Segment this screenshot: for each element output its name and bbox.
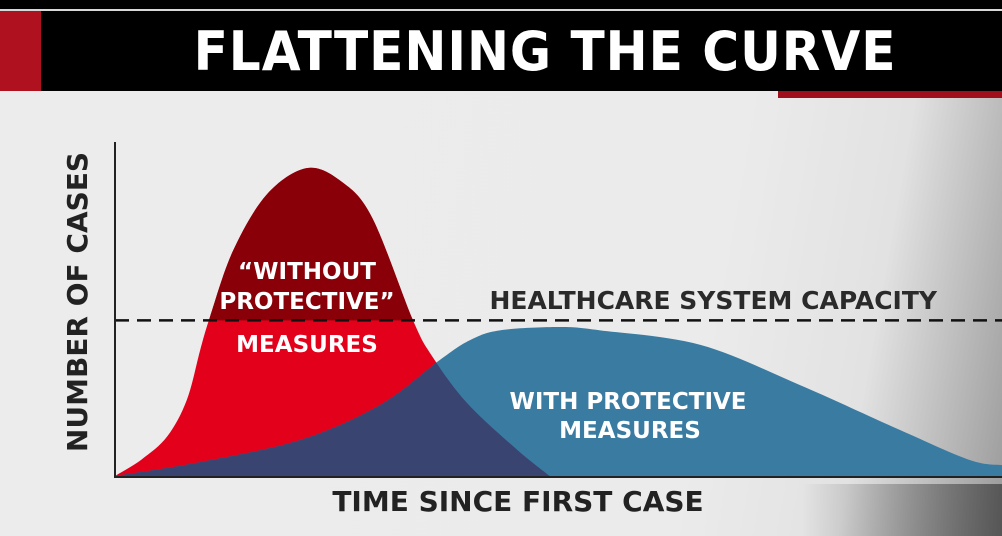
with-label-line2: MEASURES [559, 418, 701, 444]
without-label-line1: “WITHOUT [238, 259, 376, 285]
with-label-line1: WITH PROTECTIVE [509, 389, 746, 415]
red-accent-bar [778, 91, 1002, 98]
overlap-area [115, 327, 550, 476]
without-measures-area-above-capacity [208, 167, 414, 321]
vignette [0, 484, 1002, 536]
title-banner [0, 11, 1002, 91]
capacity-label: HEALTHCARE SYSTEM CAPACITY [489, 286, 937, 315]
top-strip [0, 0, 1002, 9]
y-axis-label: NUMBER OF CASES [61, 152, 94, 452]
without-label-line3: MEASURES [236, 332, 378, 358]
red-accent-tab [0, 11, 41, 91]
top-divider [0, 9, 1002, 11]
page-title: FLATTENING THE CURVE [193, 20, 897, 83]
without-label-line2: PROTECTIVE” [219, 289, 394, 315]
x-axis-label: TIME SINCE FIRST CASE [332, 485, 703, 518]
